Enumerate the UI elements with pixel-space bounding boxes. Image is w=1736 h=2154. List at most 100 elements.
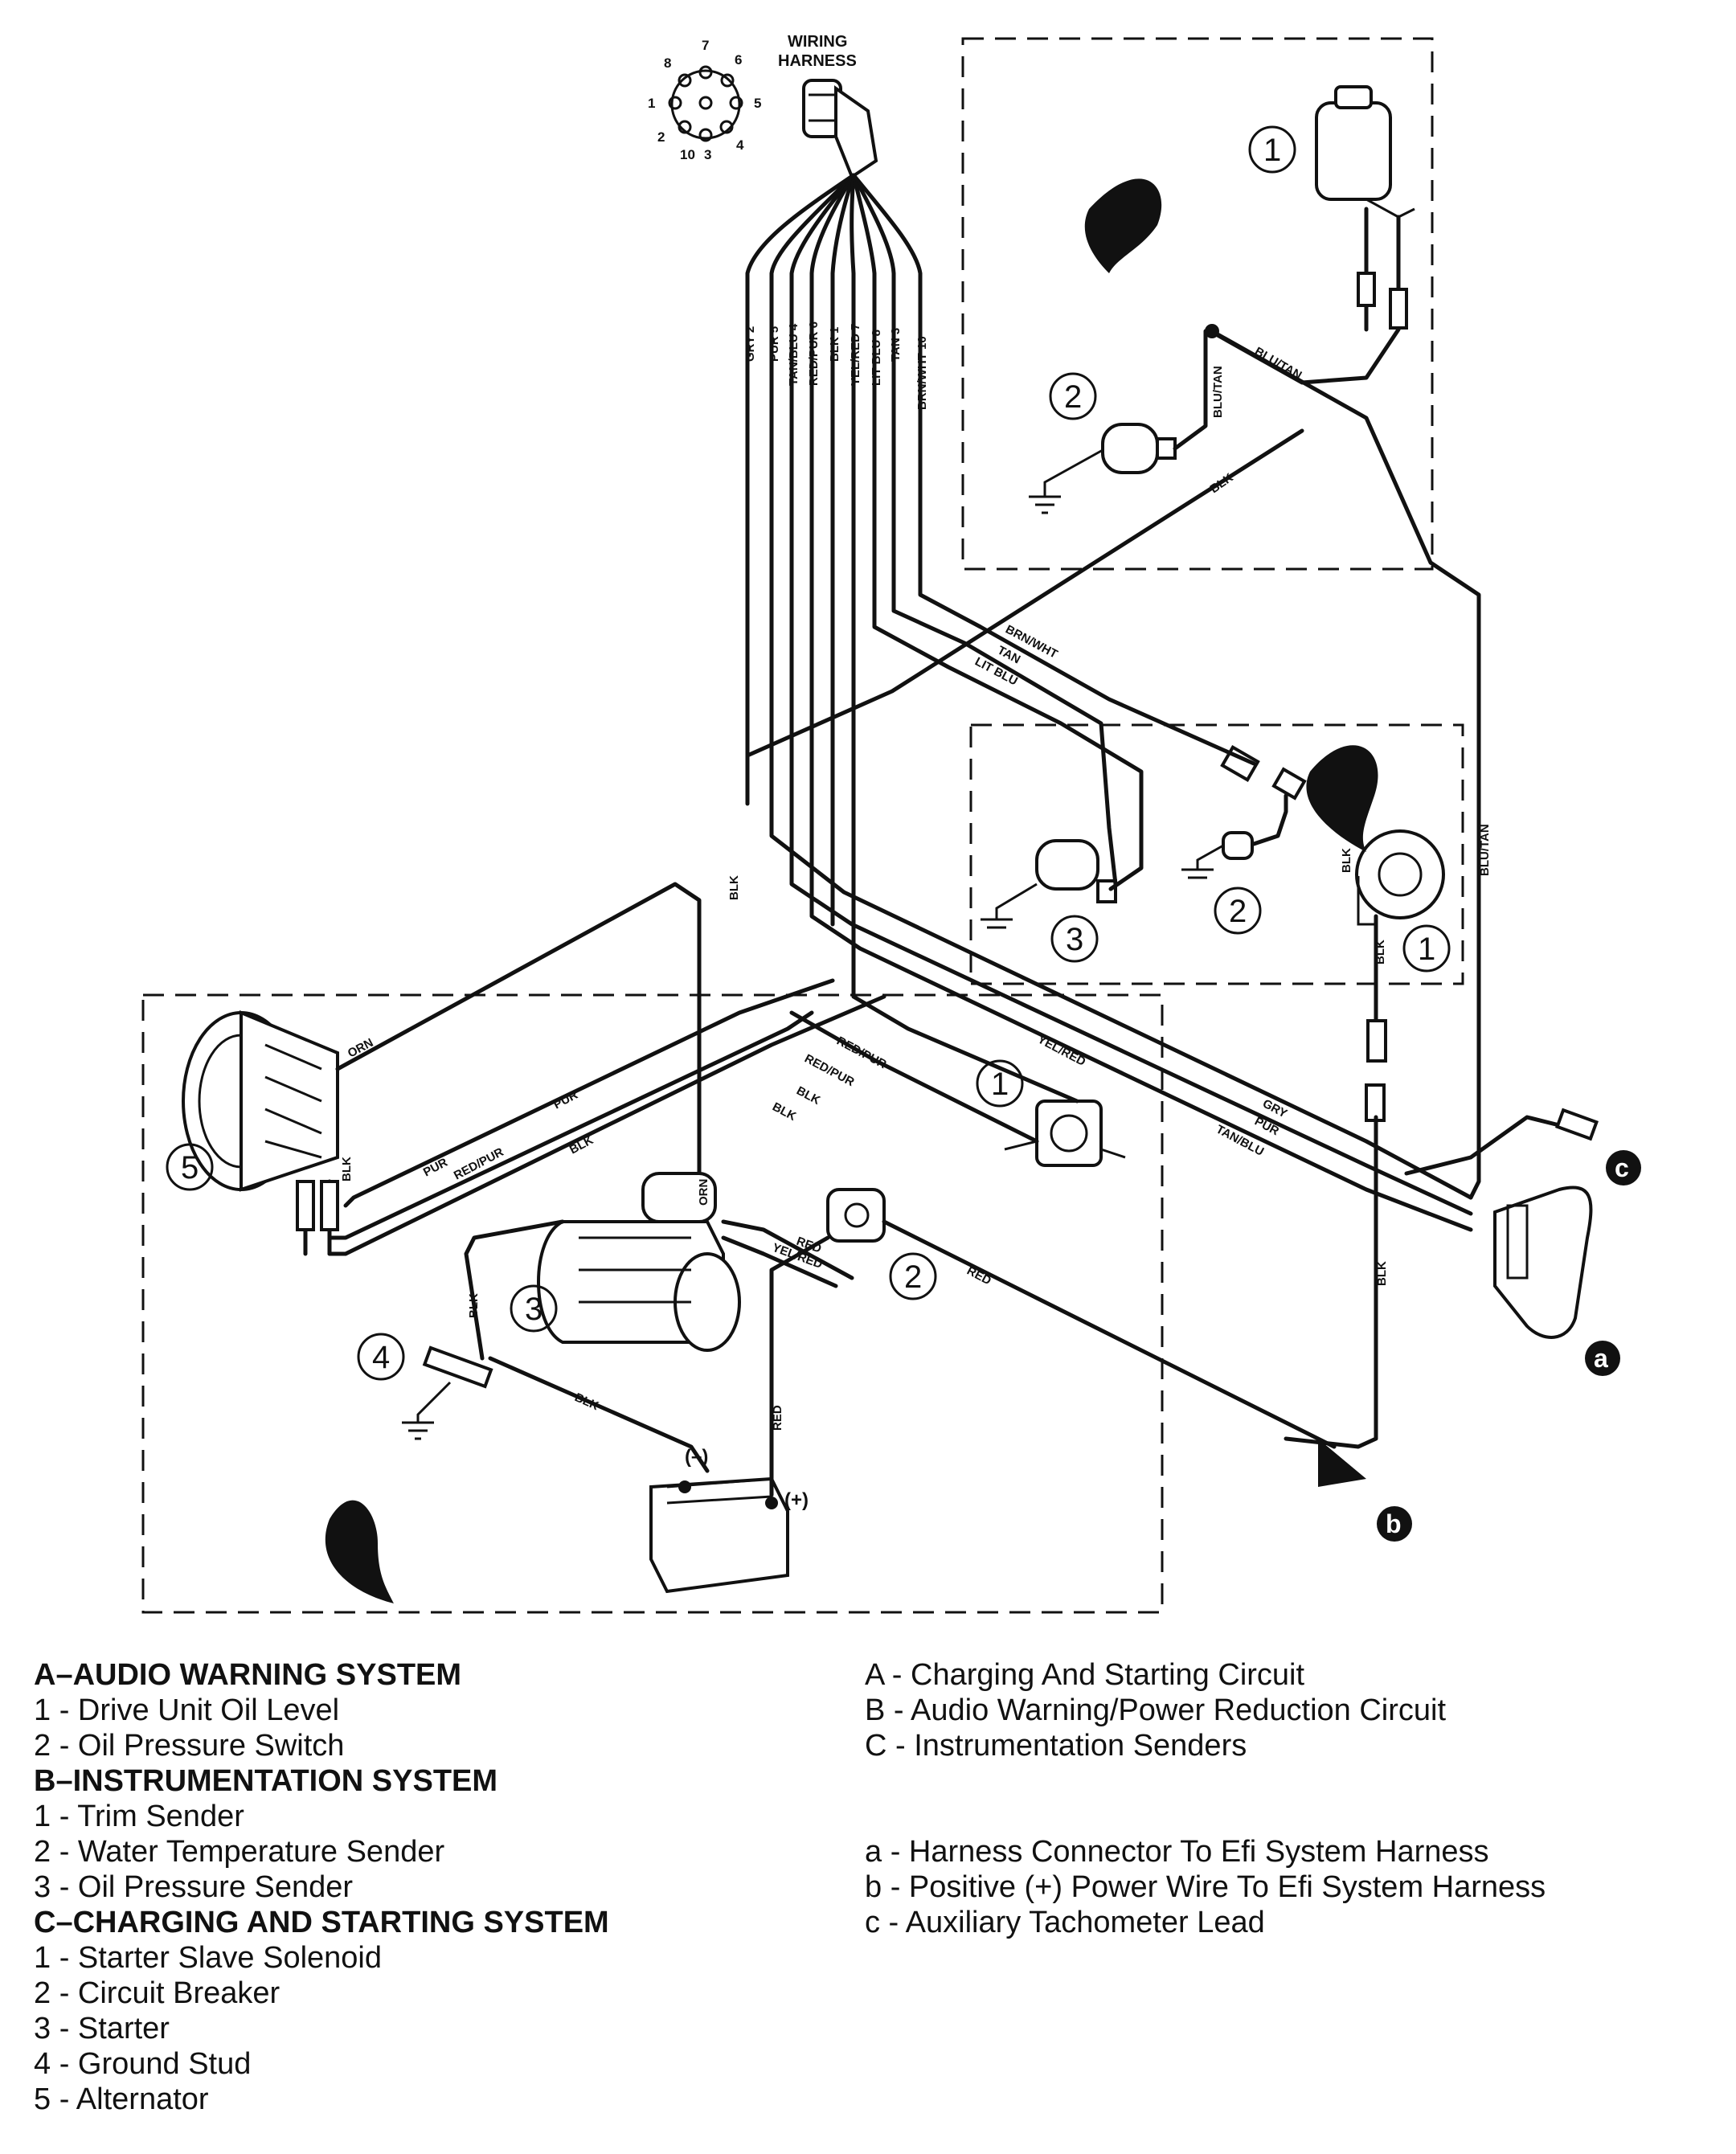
wire-label-redpur6: RED/PUR 6 xyxy=(807,321,821,386)
callout-c1: 1 xyxy=(991,1067,1009,1102)
battery-negative: (–) xyxy=(685,1446,708,1468)
yelred-starter-wire xyxy=(721,1235,838,1288)
pin-label-10: 10 xyxy=(680,147,695,162)
legend-instrumentation-heading: B–INSTRUMENTATION SYSTEM xyxy=(34,1764,498,1798)
wire-label-blk-sol: BLK xyxy=(794,1084,822,1108)
ground-stud xyxy=(402,1345,493,1440)
wire-label-blk-center: BLK xyxy=(727,875,741,900)
ref-b-label: b xyxy=(1386,1509,1402,1538)
legend-item: 2 - Oil Pressure Switch xyxy=(34,1729,345,1763)
pin-label-6: 6 xyxy=(735,52,742,68)
callout-b1-circle xyxy=(1402,924,1451,973)
legend-item: 1 - Trim Sender xyxy=(34,1800,244,1833)
oil-pressure-switch xyxy=(1029,423,1177,514)
wire-label-brnwht10: BRN/WHT 10 xyxy=(915,336,929,410)
callout-c4-circle xyxy=(357,1333,405,1381)
legend-item: 1 - Starter Slave Solenoid xyxy=(34,1941,383,1975)
wire-label-blu-tan-long: BLU/TAN xyxy=(1478,824,1492,876)
wire-label-pur5: PUR 5 xyxy=(768,326,781,362)
callout-a2-circle xyxy=(1049,372,1097,420)
wiring-harness-title-2: HARNESS xyxy=(778,52,857,70)
legend-circuit-item: C - Instrumentation Senders xyxy=(865,1729,1247,1763)
charging-horn xyxy=(325,1500,394,1603)
callout-a2: 2 xyxy=(1064,379,1082,415)
wire-label-blk-sol2: BLK xyxy=(770,1100,798,1124)
legend-item: 3 - Oil Pressure Sender xyxy=(34,1870,354,1904)
audio-warning-box xyxy=(961,37,1434,571)
blk-to-b xyxy=(1284,1115,1378,1449)
tach-lead-wire xyxy=(1404,1115,1562,1176)
legend-circuit-item: A - Charging And Starting Circuit xyxy=(865,1658,1305,1692)
instrumentation-box xyxy=(969,723,1464,985)
legend-item: 5 - Alternator xyxy=(34,2082,209,2116)
wire-label-pur-long: PUR xyxy=(1252,1115,1281,1139)
ref-b: b xyxy=(1377,1506,1412,1542)
tan-wire xyxy=(891,568,1118,887)
wire-label-blk-battery: BLK xyxy=(572,1390,600,1413)
instrumentation-horn xyxy=(1306,745,1378,852)
wire-label-litblu8: LIT BLU 8 xyxy=(870,330,883,386)
wire-label-redpur-sol: RED/PUR xyxy=(834,1034,889,1072)
legend-ref-item: b - Positive (+) Power Wire To Efi Syste… xyxy=(865,1870,1546,1904)
callout-b2: 2 xyxy=(1229,894,1247,929)
circuit-breaker xyxy=(826,1188,886,1243)
audio-warning-horn xyxy=(1084,178,1162,273)
pin-label-8: 8 xyxy=(664,55,671,71)
callout-c4: 4 xyxy=(372,1340,390,1375)
pin-label-3: 3 xyxy=(704,147,711,162)
blk-audio-wire xyxy=(745,428,1304,758)
water-temp-wire xyxy=(1251,793,1288,846)
wire-label-pur-alt2: PUR xyxy=(421,1156,450,1180)
water-temperature-sender xyxy=(1181,831,1254,879)
wire-label-gry2: GRY 2 xyxy=(743,326,757,362)
wire-label-blu-tan-diag: BLU/TAN xyxy=(1252,345,1304,383)
pin-label-1: 1 xyxy=(648,96,655,111)
callout-c3-circle xyxy=(510,1284,558,1333)
wire-label-blk-alt: BLK xyxy=(340,1157,354,1181)
redpur-solenoid-wire xyxy=(789,1010,1039,1144)
harness-wire-labels: GRY 2 PUR 5 TAN/BLU 4 RED/PUR 6 BLK 1 YE… xyxy=(743,321,929,410)
legend-item: 2 - Water Temperature Sender xyxy=(34,1835,445,1869)
pur-alt-wire xyxy=(327,994,886,1256)
callout-c3: 3 xyxy=(525,1292,542,1327)
gry-wire-run xyxy=(769,801,1473,1200)
callout-b2-circle xyxy=(1214,887,1262,935)
callout-c5: 5 xyxy=(181,1150,199,1186)
alternator xyxy=(182,1010,339,1256)
brnwht-wire xyxy=(918,560,1256,766)
callout-c2-circle xyxy=(889,1252,937,1300)
yelred-solenoid-wire xyxy=(851,351,1079,1104)
wire-label-blk-trim-lower: BLK xyxy=(1374,940,1387,964)
legend-audio-warning-heading: A–AUDIO WARNING SYSTEM xyxy=(34,1658,462,1692)
legend-circuits: A - Charging And Starting Circuit B - Au… xyxy=(865,1657,1546,1940)
blu-tan-upper-wire xyxy=(1208,327,1401,385)
wire-label-blu-tan-vertical: BLU/TAN xyxy=(1211,366,1225,418)
wire-label-tan3: TAN 3 xyxy=(889,328,903,362)
blu-tan-long xyxy=(1468,1155,1481,1200)
ref-a-label: a xyxy=(1594,1344,1608,1373)
wire-label-blk-ground: BLK xyxy=(467,1293,481,1318)
legend-item: 3 - Starter xyxy=(34,2012,170,2045)
oil-pressure-sender xyxy=(981,839,1117,929)
starter-slave-solenoid xyxy=(1004,1100,1126,1167)
efi-harness-connector xyxy=(1493,1186,1593,1339)
legend-circuit-item: B - Audio Warning/Power Reduction Circui… xyxy=(865,1693,1447,1727)
ref-c-label: c xyxy=(1615,1153,1629,1182)
wire-label-red-breaker: RED xyxy=(964,1264,993,1288)
legend-charging-heading: C–CHARGING AND STARTING SYSTEM xyxy=(34,1906,609,1939)
legend-item: 2 - Circuit Breaker xyxy=(34,1976,280,2010)
legend-item: 4 - Ground Stud xyxy=(34,2047,252,2081)
blk-alt-wire xyxy=(343,978,835,1208)
legend-systems: A–AUDIO WARNING SYSTEM 1 - Drive Unit Oi… xyxy=(34,1657,609,2117)
starter-motor xyxy=(537,1172,741,1352)
callout-a1-circle xyxy=(1248,125,1296,174)
tanblu-wire-run xyxy=(809,866,1473,1232)
callout-a1: 1 xyxy=(1263,133,1281,168)
ref-a: a xyxy=(1585,1341,1620,1376)
legend-item: 1 - Drive Unit Oil Level xyxy=(34,1693,340,1727)
tach-lead-terminal xyxy=(1555,1108,1599,1141)
callout-c5-circle xyxy=(166,1143,214,1191)
legend-ref-item: a - Harness Connector To Efi System Harn… xyxy=(865,1835,1489,1869)
trim-sender xyxy=(1355,829,1445,1122)
wire-label-blk-vertical: BLK xyxy=(1375,1261,1389,1286)
